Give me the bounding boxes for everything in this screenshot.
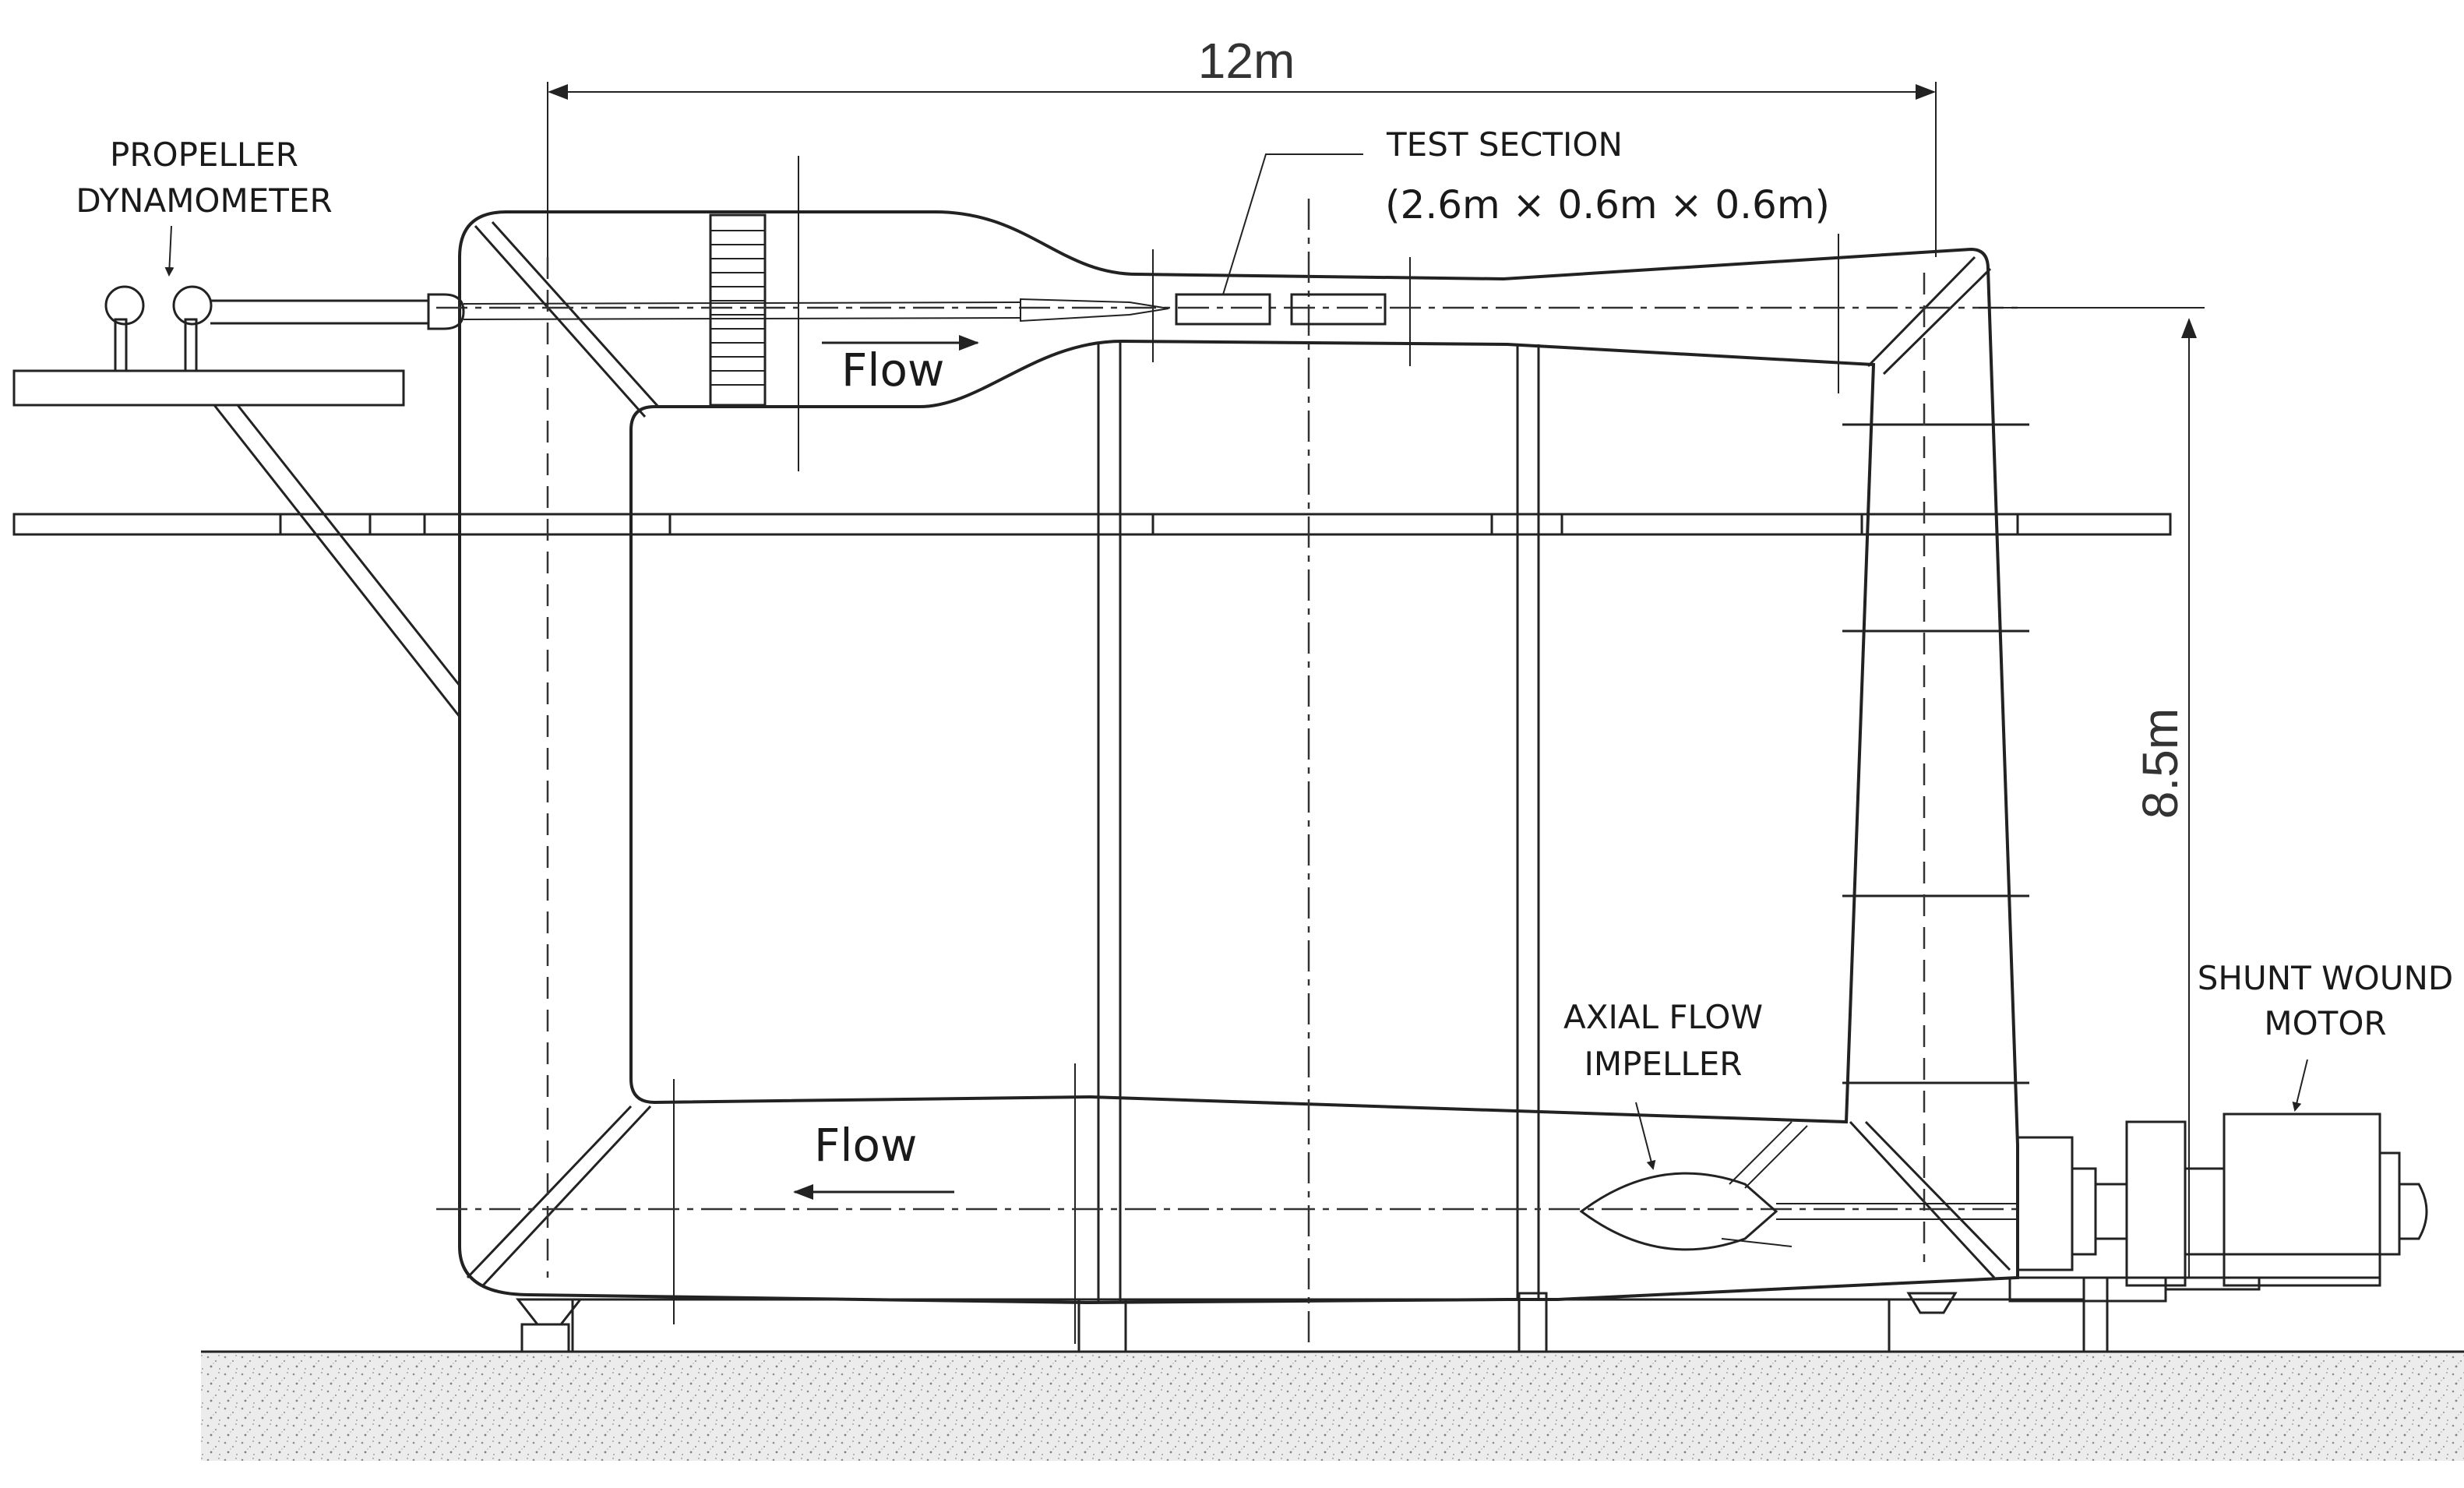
length-dimension-label: 12m (1198, 33, 1295, 89)
axial-flow-label-2: IMPELLER (1584, 1045, 1742, 1083)
tunnel-body (458, 156, 2029, 1344)
axial-flow-label-1: AXIAL FLOW (1563, 998, 1763, 1036)
dimension-length (547, 82, 1937, 257)
test-section-windows (1175, 293, 1387, 326)
foundations (515, 1276, 2109, 1353)
center-lines (436, 199, 2025, 1348)
test-section-leader (1222, 153, 1363, 295)
ground (201, 1350, 2464, 1461)
test-section-label: TEST SECTION (1386, 125, 1623, 164)
test-section-dims-label: (2.6m × 0.6m × 0.6m) (1385, 182, 1830, 227)
flow-label-upper: Flow (841, 344, 944, 397)
flow-label-lower: Flow (814, 1119, 917, 1172)
axial-flow-impeller (1579, 1102, 2018, 1251)
propeller-dynamometer-label-2: DYNAMOMETER (76, 182, 332, 220)
propeller-dynamometer (12, 225, 1169, 718)
shunt-wound-motor (2008, 1059, 2428, 1303)
floor-slab (12, 513, 2172, 536)
shunt-motor-label-1: SHUNT WOUND (2198, 959, 2454, 997)
height-dimension-label: 8.5m (2132, 708, 2188, 819)
honeycomb-grid (710, 230, 765, 386)
dimension-height (1979, 307, 2205, 1278)
shunt-motor-label-2: MOTOR (2264, 1004, 2386, 1042)
propeller-dynamometer-label-1: PROPELLER (110, 136, 298, 174)
